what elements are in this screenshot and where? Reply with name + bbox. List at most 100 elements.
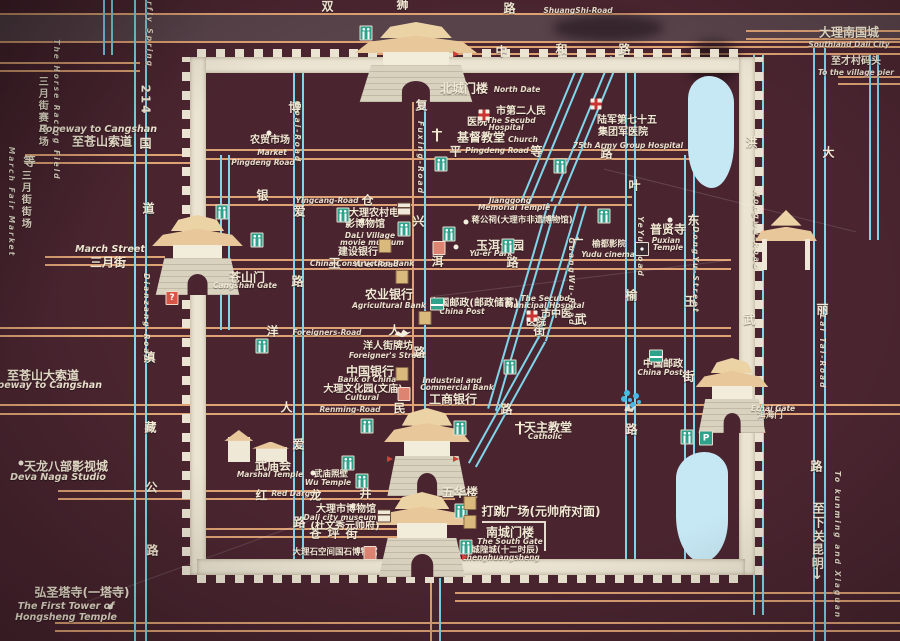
poi-army-hospital-cn2: 集团军医院 — [598, 126, 648, 138]
bank-icon — [395, 367, 409, 381]
poi-yuer-park-en: Yu-er Park — [469, 249, 513, 259]
road-dongyu-char3: 街 — [682, 369, 696, 384]
road-northwest — [0, 62, 140, 72]
road-yeyu-char3: 路 — [625, 422, 639, 437]
cinema-icon — [635, 242, 649, 256]
photo-smudge — [552, 15, 664, 41]
road-renmin — [206, 404, 731, 415]
poi-jianggong-cn: 蒋公祠(大理市非遗博物馆) — [471, 215, 573, 226]
poi-agri-bank-en: Agricultural Bank — [352, 301, 426, 311]
city-wall-east-teeth — [755, 57, 763, 575]
road-foreigners-char0: 洋 — [266, 324, 280, 339]
wuhua-tower-icon — [382, 408, 472, 496]
road-renmin-east — [746, 404, 900, 415]
poi-tcm-hospital-cn2: 医院 — [526, 316, 546, 328]
toilet-icon — [397, 221, 411, 237]
road-g214-num: 214 — [138, 84, 153, 116]
poi-march-fair-en: March Fair Market — [6, 146, 16, 258]
dot-icon — [107, 604, 113, 610]
road-fuxing-char1: 复 — [415, 98, 429, 113]
poi-icon — [397, 387, 411, 401]
poi-racing-field-cn: 三月街赛马场 — [36, 76, 48, 148]
poi-army-hospital-cn1: 陆军第七十五 — [597, 114, 657, 126]
dot-icon — [463, 219, 469, 225]
road-boai-char5: 路 — [293, 515, 307, 530]
toilet-icon — [553, 158, 567, 174]
poi-ropeway-en: Ropeway to Cangshan — [39, 124, 157, 136]
road-fuxing-char2: 兴 — [412, 214, 426, 229]
poi-icbc-en2: Commercial Bank — [420, 383, 494, 393]
poi-yudu-cinema-en: Yudu cinema — [581, 250, 635, 260]
city-wall-south — [197, 559, 745, 575]
toilet-icon — [597, 208, 611, 224]
poi-city-museum-cn2: (杜文秀元帅府) — [310, 520, 380, 532]
poi-march-street-cn: 三月街 — [89, 255, 127, 270]
road-shuangshi-char3: 路 — [503, 1, 517, 16]
arrow-icon: ↓ — [810, 565, 824, 583]
road-cangping — [206, 528, 420, 538]
poi-hongsheng-en2: Hongsheng Temple — [15, 612, 117, 624]
poi-puxian-en2: Temple — [652, 243, 684, 253]
road-caicun — [869, 55, 879, 240]
road-shuangshi-char1: 双 — [321, 0, 335, 14]
poi-chenghuang-cn: 城隍城(十二时辰) — [471, 545, 539, 556]
road-guangwu-char1: 广 — [571, 236, 585, 251]
poi-big-ropeway-cn: 至苍山大索道 — [6, 368, 80, 383]
road-xiaguan-cn2: 昆明 — [810, 543, 825, 571]
cross-icon — [515, 421, 525, 435]
poi-city-museum-cn1: 大理市博物馆 — [316, 503, 376, 515]
road-dongyu-char1: 东 — [687, 213, 701, 228]
road-south-out — [455, 592, 900, 602]
cross-icon — [432, 128, 442, 142]
cangshan-gate-tower-icon — [150, 215, 245, 295]
poi-south-gate-cn: 南城门楼 — [485, 525, 535, 540]
road-hongwu-char1: 洪 — [745, 135, 759, 150]
road-dongyu-en: DongYu-Street — [690, 226, 700, 314]
road-pingdeng-west — [25, 154, 197, 164]
toilet-icon — [336, 207, 350, 223]
toilet-icon — [341, 455, 355, 471]
poi-march-street-en: March Street — [75, 244, 145, 256]
toilet-icon — [360, 418, 374, 434]
poi-erhai-gate-en: Erhai Gate — [750, 404, 796, 414]
road-dianzang-char1: 滇 — [143, 350, 157, 365]
poi-wuhua-tower-cn: 五华楼 — [441, 485, 479, 500]
poi-catholic-cn: 天主教堂 — [523, 420, 573, 435]
road-shuangshi-char2: 狮 — [396, 0, 410, 12]
city-wall-east — [739, 57, 755, 575]
archway-icon — [755, 210, 817, 270]
poi-marshal-temple-cn: 武庙会 — [254, 458, 292, 473]
poi-southland-cn: 大理南国城 — [818, 25, 880, 40]
post-icon — [649, 349, 663, 363]
road-bottom — [55, 622, 900, 632]
poi-ccb-en: China Construction Bank — [309, 259, 415, 269]
toilet-icon — [459, 539, 473, 555]
road-zhonghe-char2: 和 — [555, 42, 569, 57]
road-north-stub — [103, 0, 113, 55]
bank-icon — [395, 270, 409, 284]
road-reddragon-char2: 龙 — [309, 488, 323, 503]
dot-icon — [453, 244, 459, 250]
toilet-icon — [501, 238, 515, 254]
road-yeyu-char2: 榆 — [625, 288, 639, 303]
flag-icon — [453, 51, 459, 57]
road-yeyu-char1: 叶 — [628, 178, 642, 193]
road-pingdeng-w-char: 等 — [23, 154, 37, 169]
road-pingdeng-en: Pingdeng Road — [465, 146, 529, 156]
marshal-temple-icon — [224, 430, 290, 462]
info-icon: ? — [165, 291, 179, 305]
poi-second-hospital-cn2: 医院 — [467, 116, 487, 128]
poi-china-post-cn: 中国邮政(邮政储蓄) — [429, 297, 519, 309]
road-foreigners-char2: 街 — [533, 323, 547, 338]
toilet-icon — [434, 156, 448, 172]
poi-erhai-gate-cn: 洱海门 — [757, 410, 783, 421]
road-yuer-char1: 玉 — [328, 256, 342, 271]
toilet-icon — [355, 473, 369, 489]
poi-bank-of-china-en: Bank of China — [337, 375, 397, 385]
road-butterfly-spring-en: Butterfly Spring — [144, 0, 154, 69]
poi-datiao-square-cn: 打跳广场(元帅府对面) — [481, 504, 601, 519]
poi-march-fair-cn: 三月街街场 — [19, 170, 31, 230]
poi-agri-bank-cn: 农业银行 — [364, 287, 414, 302]
flag-icon — [462, 554, 468, 560]
road-yingcang-char2: 仓 — [361, 193, 375, 208]
